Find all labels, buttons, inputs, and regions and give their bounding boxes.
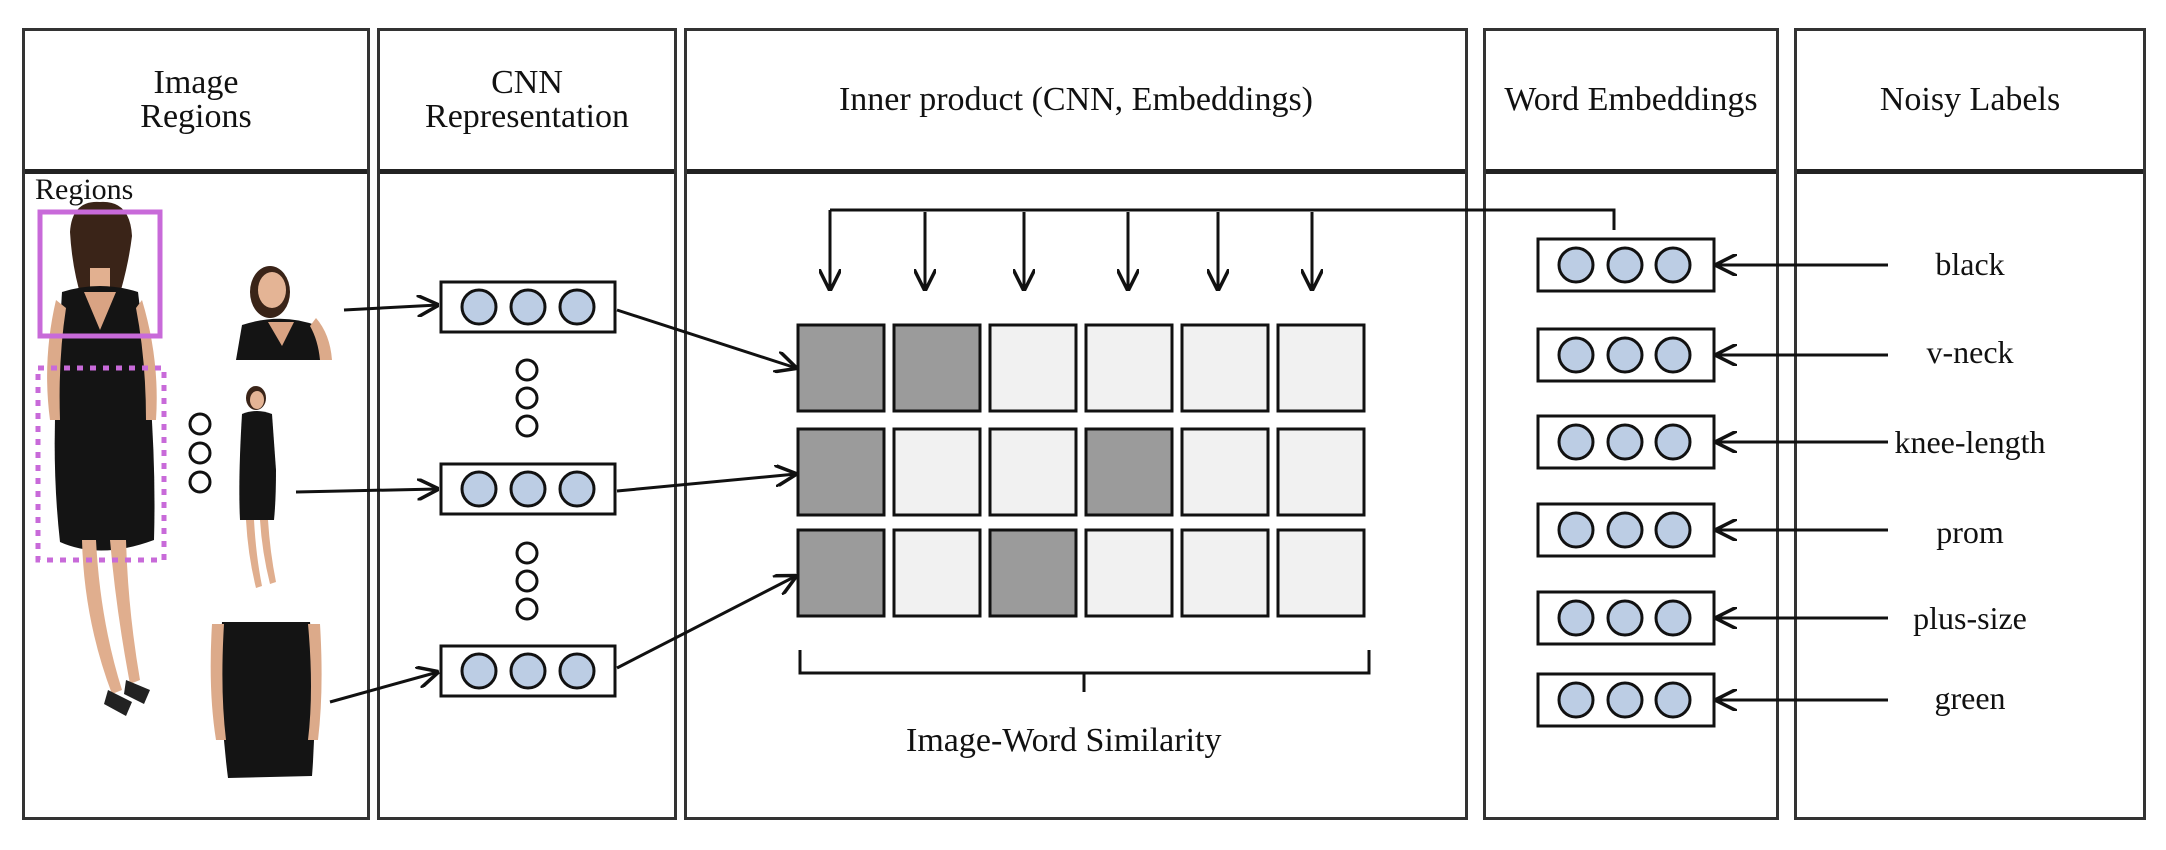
similarity-cell-r3-c1 — [796, 528, 886, 618]
region-dots — [188, 412, 212, 494]
noisy-labels-title: Noisy Labels — [1879, 81, 2061, 118]
similarity-cell-r3-c5 — [1180, 528, 1270, 618]
similarity-label: Image-Word Similarity — [906, 722, 1222, 759]
similarity-cell-r2-c1 — [796, 427, 886, 517]
similarity-bracket — [798, 650, 1371, 692]
word-embedding-vector-2 — [1536, 327, 1716, 383]
embedding-feedback-line — [830, 208, 1616, 230]
figure-neckline — [84, 292, 116, 330]
similarity-cell-r2-c3 — [988, 427, 1078, 517]
noisy-labels-header: Noisy Labels — [1797, 31, 2143, 174]
crop1-to-cnn1-arrow — [343, 305, 438, 310]
label-prom: prom — [1936, 514, 2004, 550]
cnn-representation-title: CNN Representation — [425, 64, 629, 135]
similarity-cell-r1-c6 — [1276, 323, 1366, 413]
similarity-cell-r1-c2 — [892, 323, 982, 413]
word-embedding-vector-6 — [1536, 672, 1716, 728]
crop3-to-cnn3-arrow — [329, 672, 438, 704]
figure-left-leg — [82, 540, 122, 694]
similarity-cell-r1-c4 — [1084, 323, 1174, 413]
word-embeddings-header: Word Embeddings — [1486, 31, 1776, 174]
cnn1-to-row1-arrow — [616, 308, 796, 368]
word-embedding-vectors — [1536, 237, 1888, 728]
similarity-cell-r2-c4 — [1084, 427, 1174, 517]
label-green: green — [1934, 680, 2006, 716]
similarity-grid — [796, 323, 1366, 618]
figure-neck — [90, 268, 110, 290]
cnn-vector-3 — [439, 644, 617, 698]
similarity-cell-r2-c5 — [1180, 427, 1270, 517]
crop-dress-lower — [208, 618, 322, 784]
similarity-cell-r3-c2 — [892, 528, 982, 618]
similarity-cell-r1-c1 — [796, 323, 886, 413]
label-knee-length: knee-length — [1894, 424, 2046, 460]
inner-product-title: Inner product (CNN, Embeddings) — [838, 81, 1313, 118]
image-regions-title: Image Regions — [140, 64, 252, 135]
region-box-dashed — [35, 365, 167, 563]
region-box-solid — [37, 209, 163, 339]
down-arrows — [830, 210, 1312, 290]
figure-left-arm — [47, 300, 66, 420]
cnn3-to-row3-arrow — [616, 576, 796, 670]
inner-product-panel: Inner product (CNN, Embeddings) — [684, 28, 1468, 820]
inner-product-header: Inner product (CNN, Embeddings) — [687, 31, 1465, 174]
cnn-vector-1 — [439, 280, 617, 334]
similarity-cell-r3-c4 — [1084, 528, 1174, 618]
word-embeddings-title: Word Embeddings — [1504, 81, 1758, 118]
cnn-dots-1 — [515, 358, 539, 438]
similarity-cell-r1-c5 — [1180, 323, 1270, 413]
cnn-dots-2 — [515, 541, 539, 621]
cnn-vector-2 — [439, 462, 617, 516]
crop-full-body — [226, 382, 288, 594]
cnn-representation-header: CNN Representation — [380, 31, 674, 174]
figure-right-shoe — [124, 680, 150, 704]
figure-dress — [54, 286, 155, 551]
similarity-cell-r2-c2 — [892, 427, 982, 517]
figure-hair — [70, 201, 132, 300]
figure-right-arm — [136, 300, 157, 420]
figure-left-shoe — [104, 690, 132, 716]
similarity-cell-r2-c6 — [1276, 427, 1366, 517]
word-embedding-vector-3 — [1536, 414, 1716, 470]
figure-right-leg — [110, 540, 140, 684]
word-embedding-vector-5 — [1536, 590, 1716, 646]
dress-figure — [47, 201, 157, 716]
regions-label: Regions — [35, 173, 134, 206]
crop-upper-body — [232, 260, 336, 360]
word-embedding-vector-4 — [1536, 502, 1716, 558]
image-regions-header: Image Regions — [25, 31, 367, 174]
noisy-labels-panel: Noisy Labels — [1794, 28, 2146, 820]
similarity-cell-r1-c3 — [988, 323, 1078, 413]
label-plus-size: plus-size — [1913, 600, 2027, 636]
similarity-cell-r3-c3 — [988, 528, 1078, 618]
crop2-to-cnn2-arrow — [295, 489, 438, 492]
cnn2-to-row2-arrow — [616, 474, 796, 493]
similarity-cell-r3-c6 — [1276, 528, 1366, 618]
label-v-neck: v-neck — [1926, 334, 2014, 370]
label-black: black — [1935, 246, 2005, 282]
word-embedding-vector-1 — [1536, 237, 1716, 293]
